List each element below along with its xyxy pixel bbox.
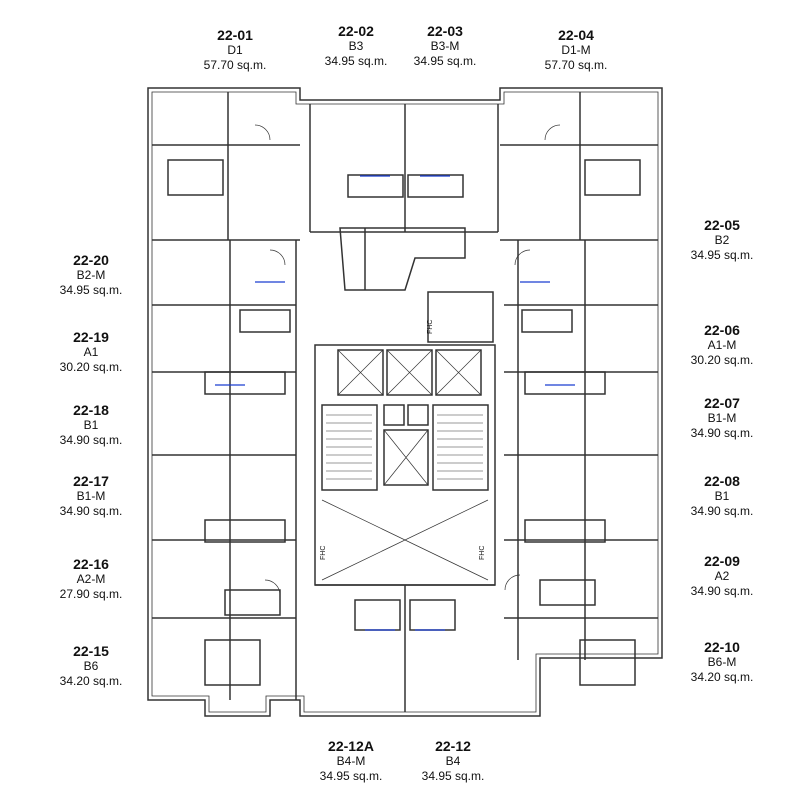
unit-area: 57.70 sq.m.: [544, 58, 608, 72]
fhc-label: FHC: [427, 320, 434, 334]
unit-code: 22-15: [73, 643, 109, 659]
unit-code: 22-18: [73, 402, 109, 418]
unit-code: 22-08: [704, 473, 740, 489]
unit-area: 34.90 sq.m.: [59, 504, 123, 518]
unit-area: 34.90 sq.m.: [59, 433, 123, 447]
unit-type: B2-M: [76, 268, 106, 282]
unit-area: 34.20 sq.m.: [690, 670, 754, 684]
unit-area: 34.90 sq.m.: [690, 584, 754, 598]
unit-label-22-12a: 22-12A B4-M 34.95 sq.m.: [296, 739, 406, 784]
unit-label-22-02: 22-02 B3 34.95 sq.m.: [301, 24, 411, 69]
unit-area: 57.70 sq.m.: [203, 58, 267, 72]
unit-code: 22-16: [73, 556, 109, 572]
unit-label-22-20: 22-20 B2-M 34.95 sq.m.: [36, 253, 146, 298]
unit-label-22-17: 22-17 B1-M 34.90 sq.m.: [36, 474, 146, 519]
unit-type: B4: [445, 754, 461, 768]
unit-label-22-09: 22-09 A2 34.90 sq.m.: [667, 554, 777, 599]
unit-code: 22-07: [704, 395, 740, 411]
fhc-label: FHC: [320, 546, 327, 560]
unit-label-22-08: 22-08 B1 34.90 sq.m.: [667, 474, 777, 519]
unit-type: D1-M: [561, 43, 591, 57]
unit-code: 22-01: [217, 27, 253, 43]
unit-type: A2: [714, 569, 730, 583]
unit-type: B2: [714, 233, 730, 247]
unit-label-22-10: 22-10 B6-M 34.20 sq.m.: [667, 640, 777, 685]
unit-area: 34.95 sq.m.: [59, 283, 123, 297]
unit-type: B3: [348, 39, 364, 53]
unit-area: 34.20 sq.m.: [59, 674, 123, 688]
unit-type: B1-M: [707, 411, 737, 425]
unit-label-22-12: 22-12 B4 34.95 sq.m.: [398, 739, 508, 784]
unit-area: 34.95 sq.m.: [421, 769, 485, 783]
unit-type: B1: [714, 489, 730, 503]
unit-type: B1: [83, 418, 99, 432]
unit-label-22-03: 22-03 B3-M 34.95 sq.m.: [390, 24, 500, 69]
fhc-label: FHC: [479, 546, 486, 560]
unit-area: 30.20 sq.m.: [690, 353, 754, 367]
unit-label-22-06: 22-06 A1-M 30.20 sq.m.: [667, 323, 777, 368]
unit-type: D1: [227, 43, 243, 57]
unit-area: 34.90 sq.m.: [690, 504, 754, 518]
unit-code: 22-03: [427, 23, 463, 39]
unit-area: 34.95 sq.m.: [413, 54, 477, 68]
unit-label-22-04: 22-04 D1-M 57.70 sq.m.: [521, 28, 631, 73]
unit-code: 22-02: [338, 23, 374, 39]
unit-area: 34.95 sq.m.: [319, 769, 383, 783]
unit-label-22-07: 22-07 B1-M 34.90 sq.m.: [667, 396, 777, 441]
unit-area: 27.90 sq.m.: [59, 587, 123, 601]
unit-type: A1: [83, 345, 99, 359]
unit-code: 22-12: [435, 738, 471, 754]
building-outline-inner: [151, 91, 659, 713]
unit-area: 34.95 sq.m.: [690, 248, 754, 262]
unit-label-22-15: 22-15 B6 34.20 sq.m.: [36, 644, 146, 689]
unit-type: B6-M: [707, 655, 737, 669]
unit-area: 34.90 sq.m.: [690, 426, 754, 440]
unit-area: 34.95 sq.m.: [324, 54, 388, 68]
unit-code: 22-10: [704, 639, 740, 655]
unit-area: 30.20 sq.m.: [59, 360, 123, 374]
unit-label-22-01: 22-01 D1 57.70 sq.m.: [180, 28, 290, 73]
unit-label-22-05: 22-05 B2 34.95 sq.m.: [667, 218, 777, 263]
unit-code: 22-19: [73, 329, 109, 345]
unit-type: A1-M: [707, 338, 737, 352]
unit-type: B3-M: [430, 39, 460, 53]
unit-label-22-19: 22-19 A1 30.20 sq.m.: [36, 330, 146, 375]
unit-label-22-16: 22-16 A2-M 27.90 sq.m.: [36, 557, 146, 602]
unit-type: B1-M: [76, 489, 106, 503]
unit-code: 22-09: [704, 553, 740, 569]
unit-code: 22-06: [704, 322, 740, 338]
unit-code: 22-20: [73, 252, 109, 268]
unit-type: B6: [83, 659, 99, 673]
unit-type: B4-M: [336, 754, 366, 768]
unit-type: A2-M: [76, 572, 106, 586]
unit-code: 22-17: [73, 473, 109, 489]
building-outline: [147, 87, 663, 717]
unit-label-22-18: 22-18 B1 34.90 sq.m.: [36, 403, 146, 448]
unit-code: 22-04: [558, 27, 594, 43]
unit-code: 22-05: [704, 217, 740, 233]
unit-code: 22-12A: [328, 738, 374, 754]
